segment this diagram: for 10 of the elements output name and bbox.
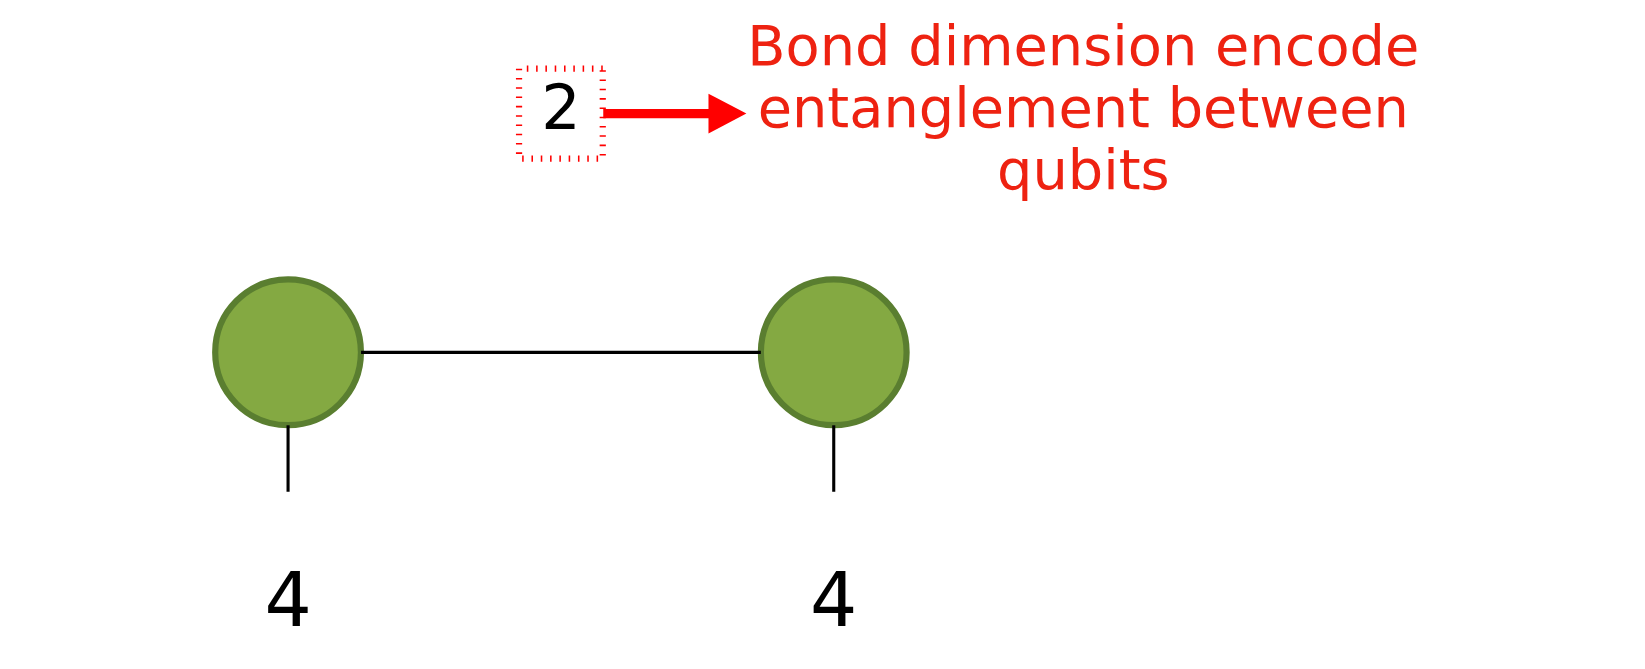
node-box: 2 <box>515 65 606 162</box>
connector <box>286 425 290 492</box>
connector <box>832 425 836 492</box>
node-circle <box>757 276 910 429</box>
label: 4 <box>810 556 858 644</box>
node-circle <box>212 276 365 429</box>
node-text: Bond dimension encode entanglement between qubits <box>747 13 1420 203</box>
connector <box>361 350 761 354</box>
label: 4 <box>264 556 312 644</box>
arrow <box>603 93 747 134</box>
